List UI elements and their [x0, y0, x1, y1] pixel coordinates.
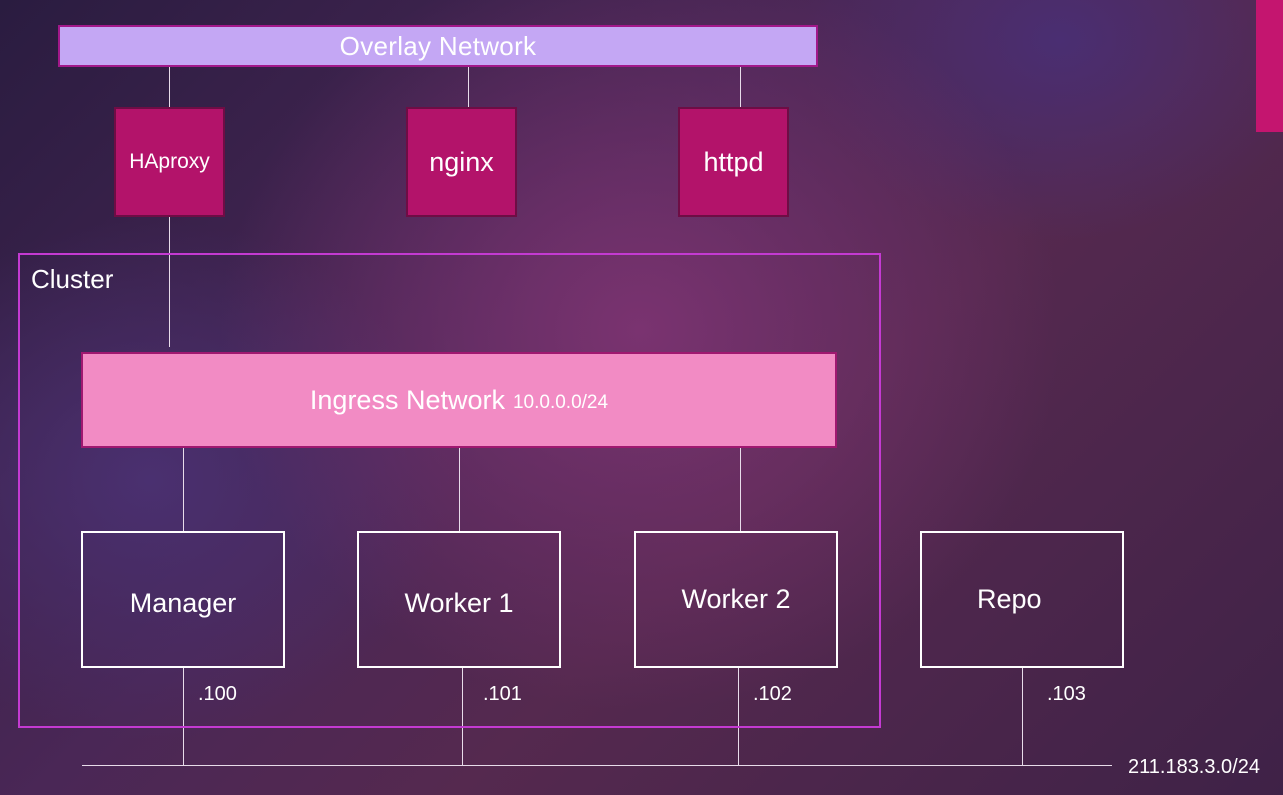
- connector-manager-physical: [183, 668, 184, 766]
- service-haproxy: HAproxy: [114, 107, 225, 217]
- connector-ingress-manager: [183, 448, 184, 531]
- ip-repo: .103: [1047, 683, 1086, 705]
- connector-overlay-nginx: [468, 67, 469, 107]
- ip-manager: .100: [198, 683, 237, 705]
- ip-worker1: .101: [483, 683, 522, 705]
- connector-worker1-physical: [462, 668, 463, 766]
- node-repo: Repo: [920, 531, 1124, 668]
- node-repo-label: Repo: [977, 584, 1042, 614]
- service-httpd-label: httpd: [703, 146, 764, 177]
- service-haproxy-label: HAproxy: [129, 150, 210, 173]
- physical-network-line: [82, 765, 1112, 766]
- service-nginx-label: nginx: [429, 146, 494, 177]
- connector-ingress-worker1: [459, 448, 460, 531]
- connector-overlay-haproxy: [169, 67, 170, 107]
- connector-worker2-physical: [738, 668, 739, 766]
- connector-overlay-httpd: [740, 67, 741, 107]
- cluster-label: Cluster: [31, 264, 114, 294]
- node-manager-label: Manager: [129, 588, 237, 618]
- connector-repo-physical: [1022, 668, 1023, 766]
- ingress-network-bar: Ingress Network 10.0.0.0/24: [81, 352, 837, 448]
- physical-network-subnet: 211.183.3.0/24: [1128, 756, 1260, 778]
- node-worker2: Worker 2: [634, 531, 838, 668]
- service-httpd: httpd: [678, 107, 789, 217]
- ip-worker2: .102: [753, 683, 792, 705]
- service-nginx: nginx: [406, 107, 517, 217]
- accent-bar: [1256, 0, 1283, 132]
- overlay-network-bar: Overlay Network: [58, 25, 818, 67]
- node-worker2-label: Worker 2: [681, 584, 791, 614]
- node-manager: Manager: [81, 531, 285, 668]
- connector-haproxy-ingress: [169, 217, 170, 347]
- ingress-network-label: Ingress Network: [309, 384, 505, 415]
- overlay-network-label: Overlay Network: [339, 30, 537, 61]
- cluster-boundary: [18, 253, 881, 728]
- connector-ingress-worker2: [740, 448, 741, 531]
- node-worker1-label: Worker 1: [404, 588, 514, 618]
- node-worker1: Worker 1: [357, 531, 561, 668]
- ingress-network-subnet: 10.0.0.0/24: [512, 391, 609, 413]
